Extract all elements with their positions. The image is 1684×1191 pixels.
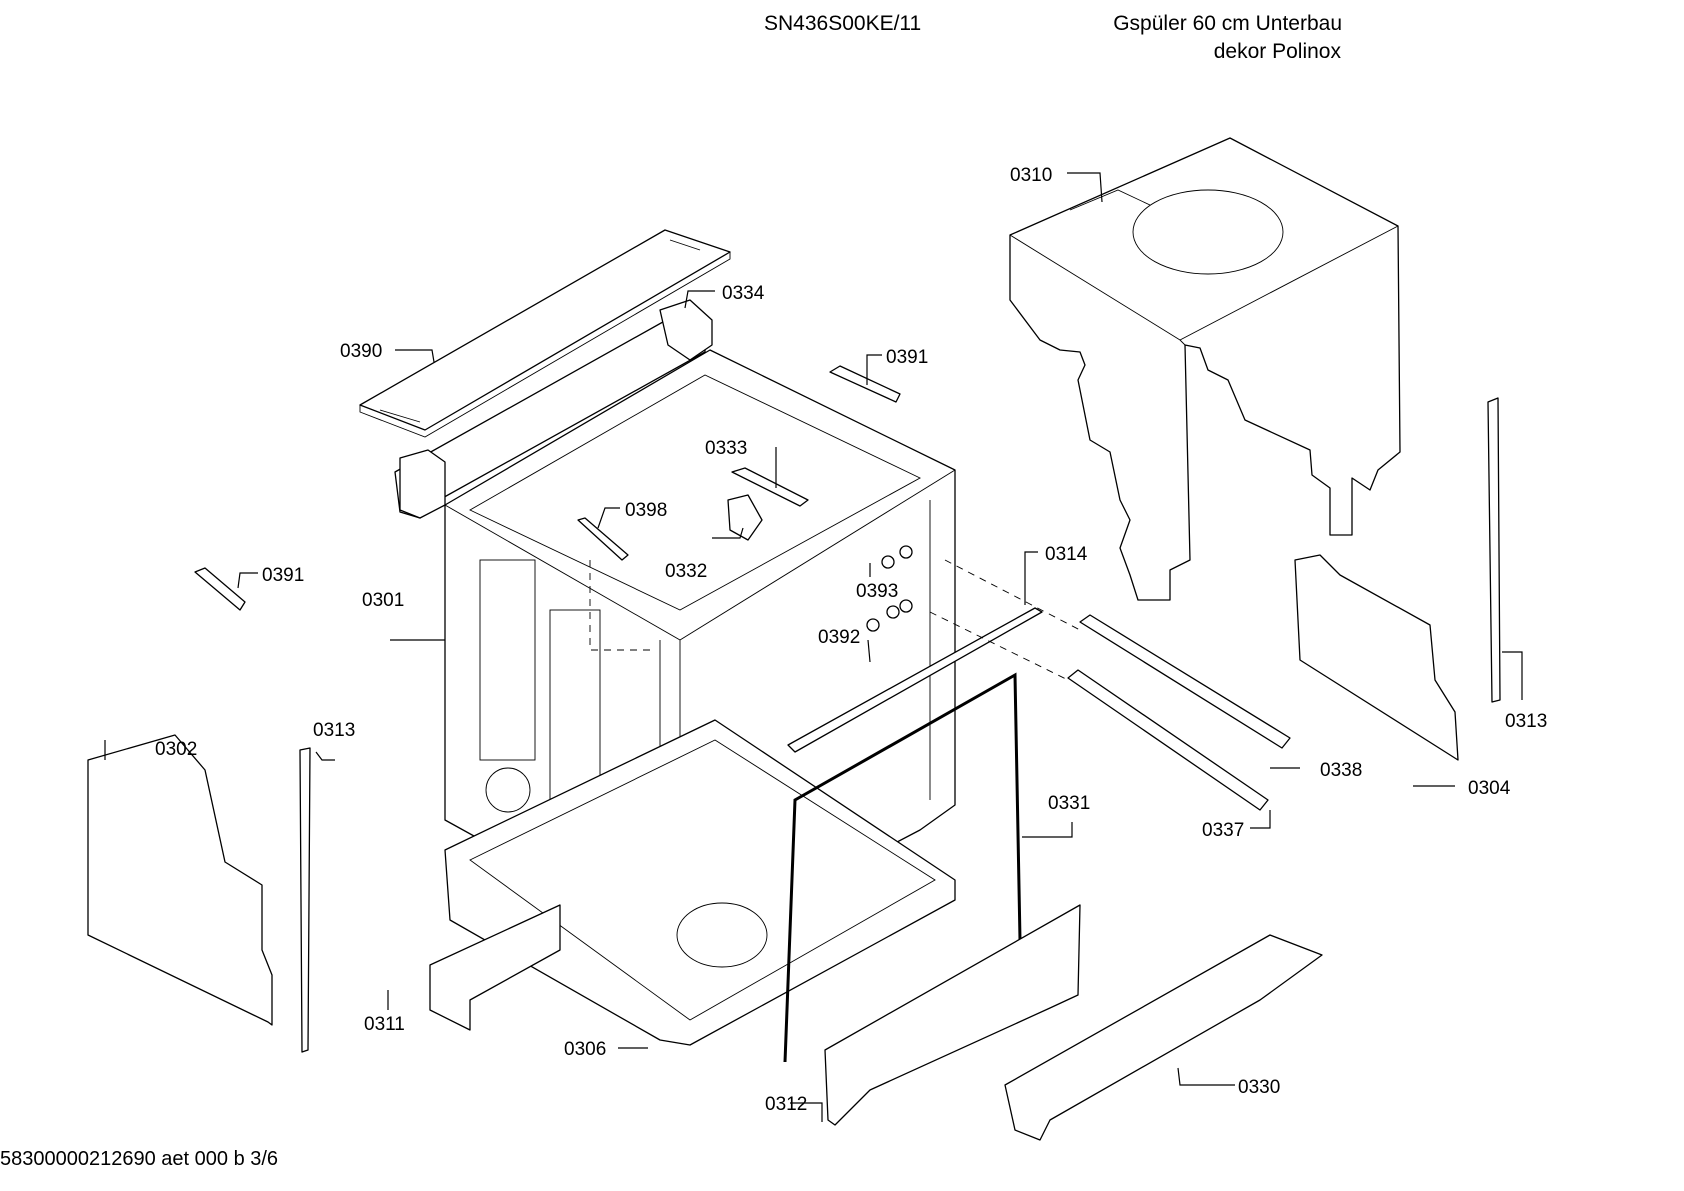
leader-0330 [1177,1067,1235,1086]
leader-0313b [1502,651,1523,700]
label-0310: 0310 [1010,165,1052,186]
leader-0310 [1067,172,1103,203]
product-description: Gspüler 60 cm Unterbau [1113,12,1342,35]
label-0306: 0306 [564,1039,606,1060]
leader-0314 [1024,551,1038,605]
part-0332-lock-part[interactable] [727,494,763,541]
label-0338: 0338 [1320,760,1362,781]
part-0392-fitting[interactable] [866,599,913,632]
label-0301: 0301 [362,590,404,611]
label-0302: 0302 [155,739,197,760]
label-0334: 0334 [722,283,765,304]
label-0312: 0312 [765,1094,807,1115]
part-0313-right-side-strip[interactable] [1487,397,1501,703]
label-0313-left: 0313 [313,720,355,741]
part-0338-upper-rail[interactable] [1079,614,1291,749]
label-0391-left: 0391 [262,565,304,586]
part-0311-base-strip[interactable] [429,904,561,1031]
label-0332: 0332 [665,561,707,582]
part-0302-left-side-panel[interactable] [87,734,273,1026]
part-0312-front-plinth[interactable] [824,904,1081,1126]
part-0337-lower-rail[interactable] [1067,669,1269,811]
leader-0331 [1022,822,1073,838]
document-code: 58300000212690 aet 000 b 3/6 [0,1148,279,1170]
label-0331: 0331 [1048,793,1090,814]
label-0333: 0333 [705,438,747,459]
label-0393: 0393 [856,581,898,602]
leader-0392 [867,639,871,663]
part-0313-left-side-strip[interactable] [299,747,311,1053]
part-0304-right-side-panel[interactable] [1294,554,1459,761]
leader-0398 [597,507,620,529]
part-0333-hinge-part[interactable] [731,467,809,507]
part-0393-fitting[interactable] [881,545,913,569]
label-0314: 0314 [1045,544,1088,565]
label-0311: 0311 [364,1014,405,1035]
part-0334-rear-top-frame[interactable] [394,299,713,519]
label-0398: 0398 [625,500,667,521]
leader-0390 [395,349,435,363]
label-0390: 0390 [340,341,382,362]
part-0314-seal-strip[interactable] [787,607,1043,753]
model-number: SN436S00KE/11 [764,12,922,35]
label-0337: 0337 [1202,820,1244,841]
part-0331-door-seal[interactable] [783,672,1022,1063]
leader-0313a [315,751,335,761]
leader-0337 [1250,810,1271,829]
part-0398-strip[interactable] [577,517,629,561]
leader-0312 [790,1102,823,1122]
part-0391-bracket-left[interactable] [194,567,246,611]
part-0390-top-strip[interactable] [359,229,731,438]
leader-0334 [684,290,715,309]
label-0391-right: 0391 [886,347,928,368]
part-0391-bracket-right[interactable] [829,365,901,403]
part-0310-insulation-cover[interactable] [1009,137,1401,601]
product-finish: dekor Polinox [1213,40,1341,63]
label-0392: 0392 [818,627,860,648]
label-0330: 0330 [1238,1077,1280,1098]
leader-0391b [237,572,258,589]
leader-0391a [866,354,882,385]
label-0304: 0304 [1468,778,1511,799]
part-0330-bottom-rail[interactable] [1004,934,1323,1141]
leader-0332 [712,527,744,539]
label-0313-right: 0313 [1505,711,1547,732]
